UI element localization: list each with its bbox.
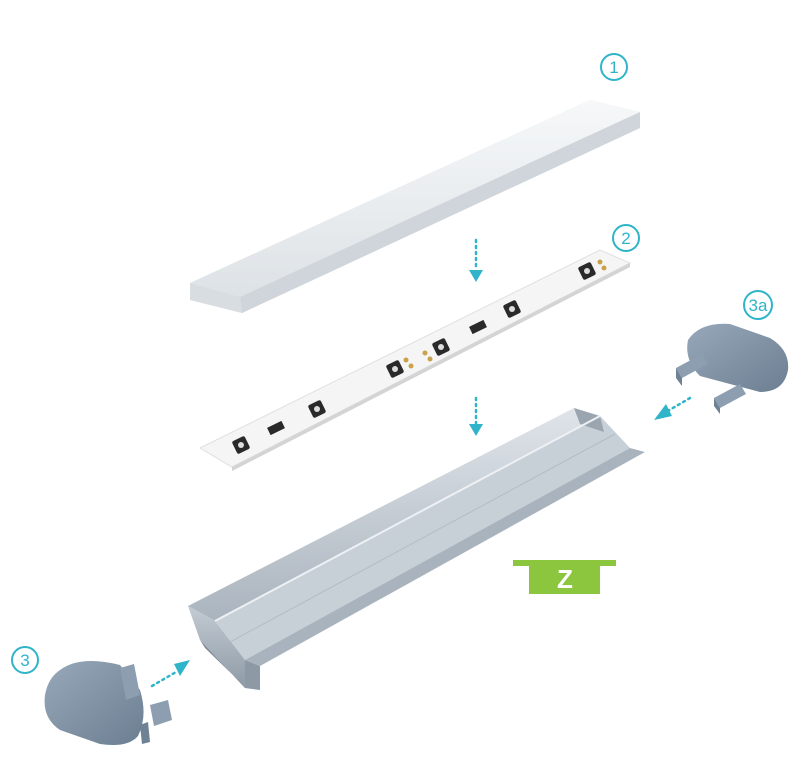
solder-pads — [403, 350, 433, 369]
aluminium-profile — [188, 408, 645, 690]
end-cap-left — [44, 661, 172, 745]
arrow-cap-left — [150, 660, 190, 688]
callout-cover-label: 1 — [609, 58, 618, 77]
callout-strip: 2 — [612, 224, 640, 252]
led-chip — [432, 338, 450, 356]
led-chip — [232, 436, 250, 454]
arrow-cap-right — [654, 396, 692, 420]
led-chip — [578, 262, 596, 280]
solder-pads — [597, 259, 607, 271]
end-cap-right — [676, 323, 789, 414]
resistor — [267, 420, 285, 436]
callout-cap-left: 3 — [11, 646, 39, 674]
callout-cap-right-label: 3a — [749, 296, 768, 315]
arrow-strip-to-profile — [469, 396, 483, 436]
callout-cover: 1 — [600, 53, 628, 81]
diffuser-cover — [190, 100, 640, 313]
callout-strip-label: 2 — [621, 229, 630, 248]
arrow-cover-to-strip — [469, 238, 483, 282]
badge-letter: Z — [557, 564, 573, 594]
led-chip — [308, 400, 326, 418]
led-strip — [198, 249, 632, 471]
callout-cap-right: 3a — [743, 290, 773, 320]
resistor — [469, 319, 487, 335]
led-chip — [386, 360, 404, 378]
profile-type-badge: Z — [513, 560, 616, 594]
led-chip — [503, 300, 521, 318]
callout-cap-left-label: 3 — [20, 651, 29, 670]
